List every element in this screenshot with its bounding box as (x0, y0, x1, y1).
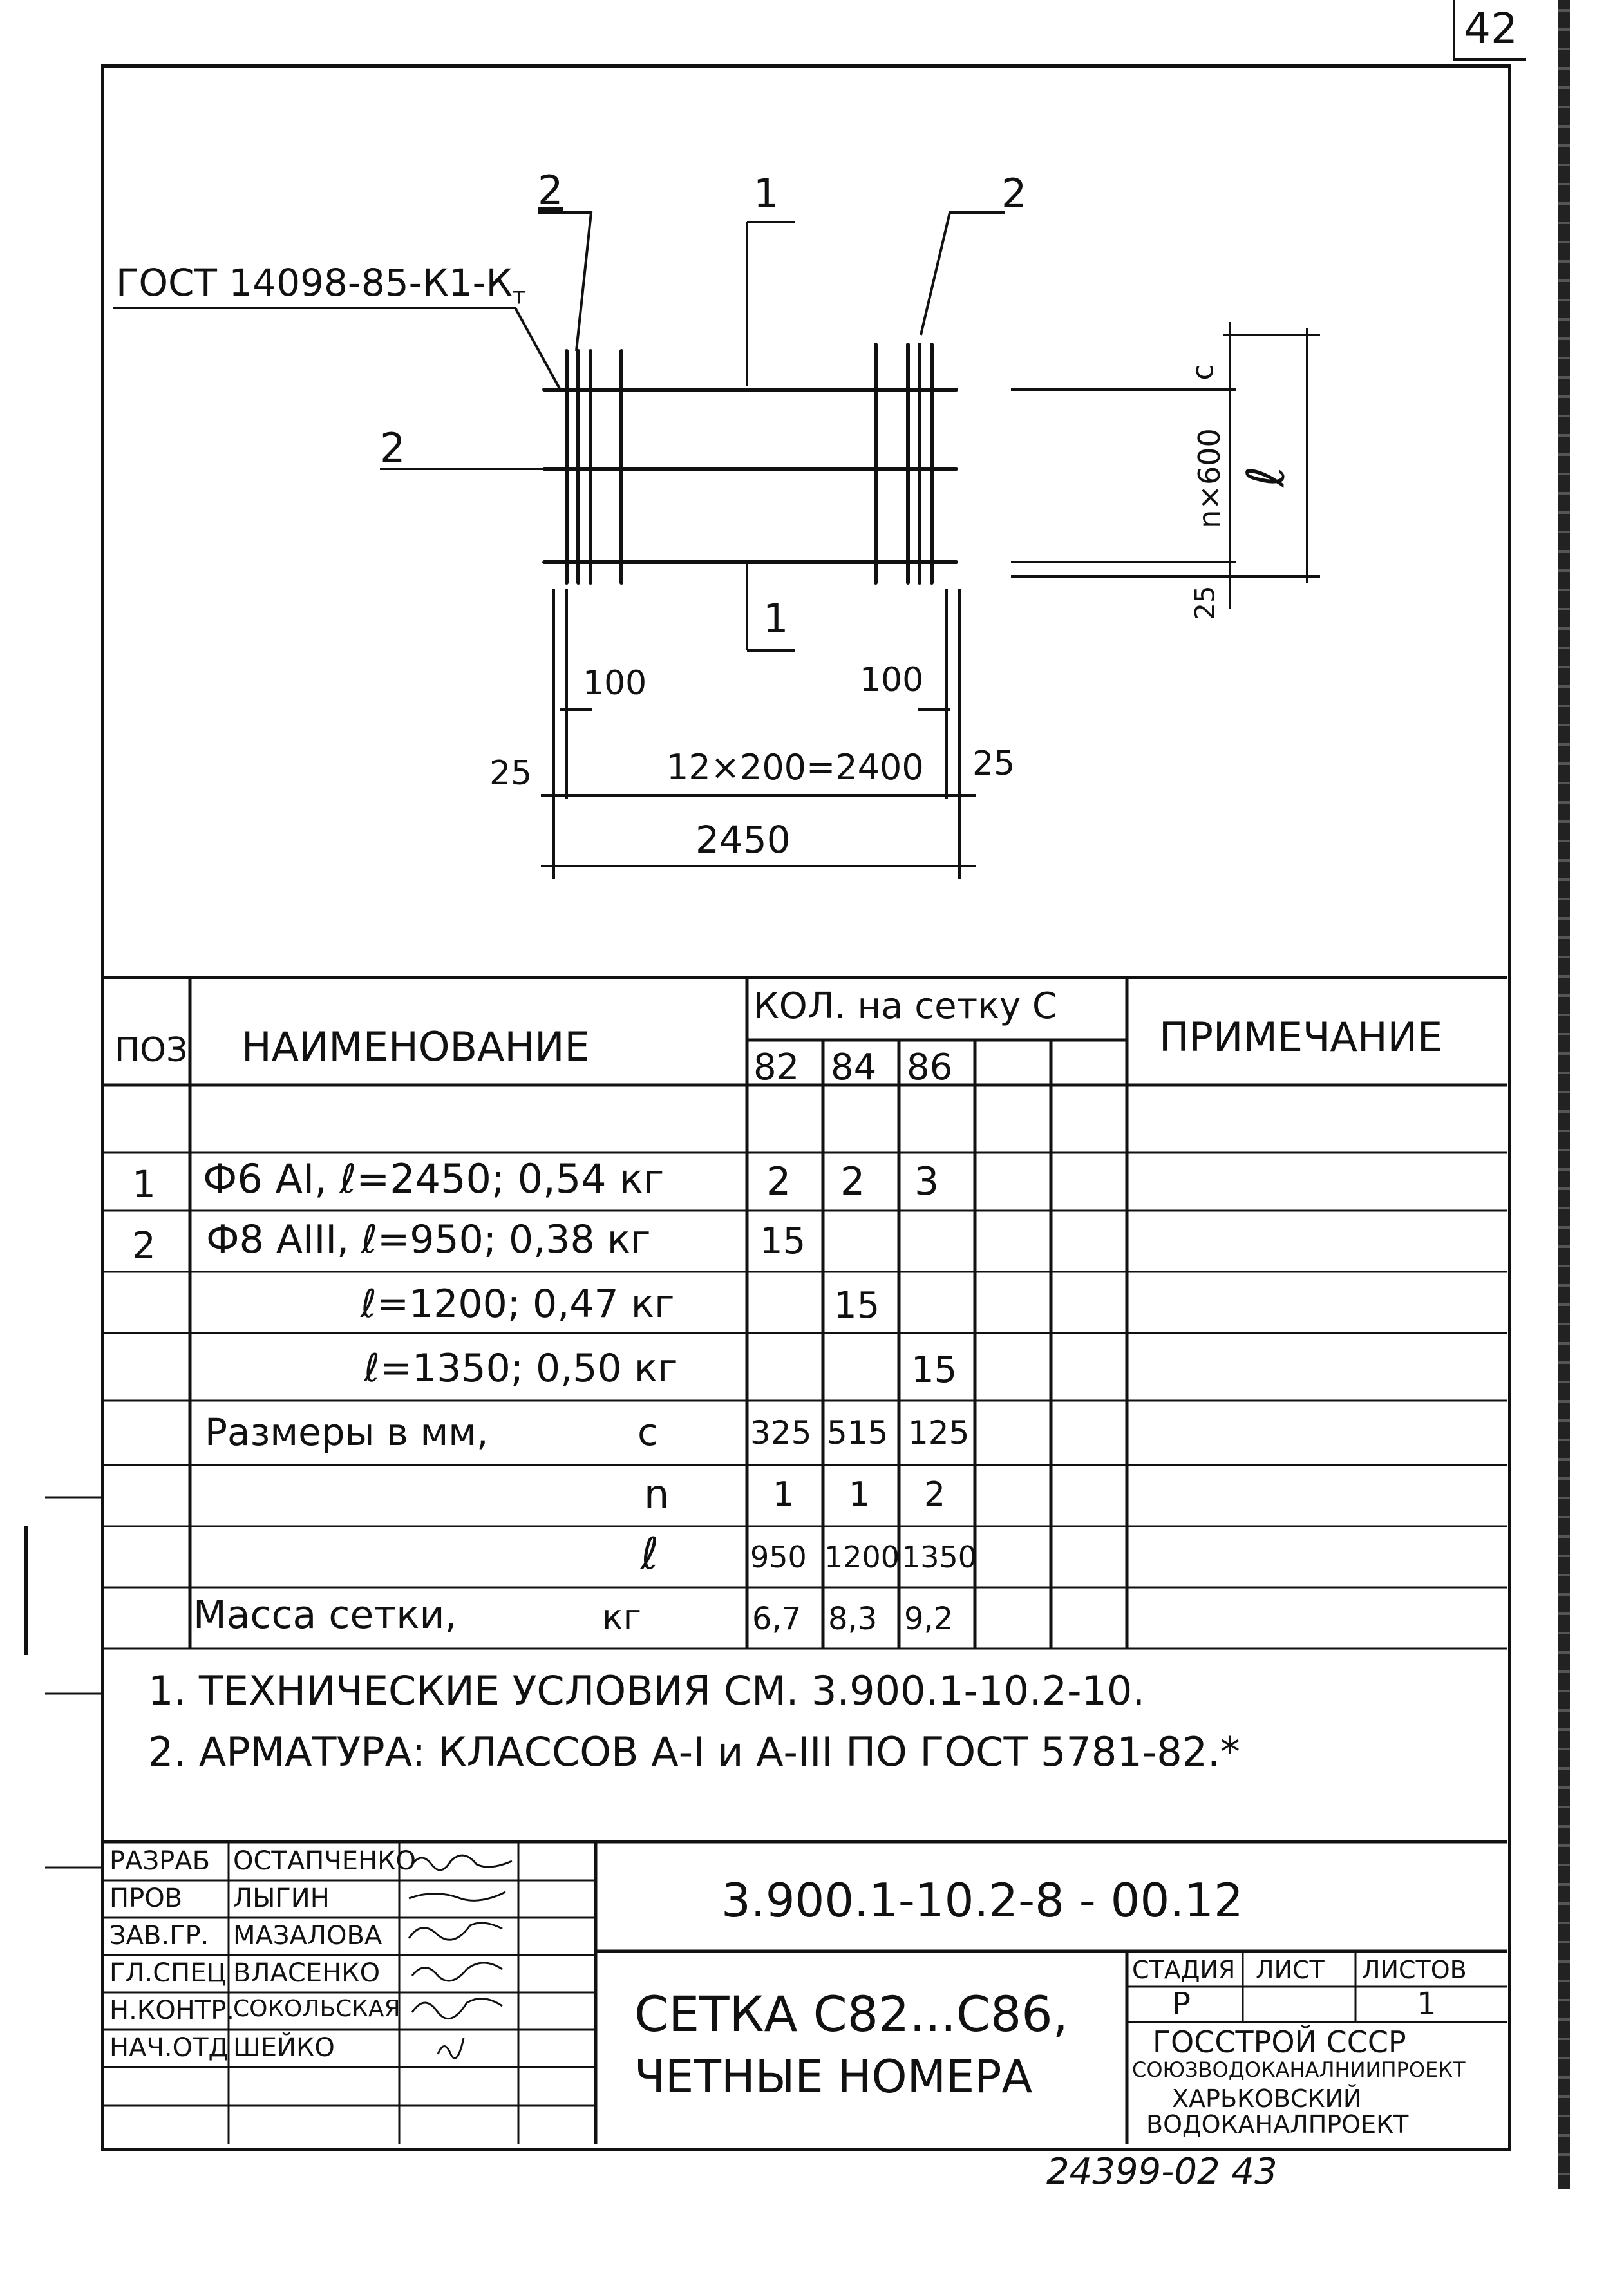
tb-name-chief-spec: ВЛАСЕНКО (233, 1958, 381, 1988)
signatures (408, 1854, 513, 2059)
tb-sheets-value: 1 (1417, 1986, 1437, 2022)
drawing-frame (101, 64, 1511, 2151)
tb-sheet-label: ЛИСТ (1256, 1956, 1325, 1984)
pos-2-label-left: 2 (380, 424, 406, 471)
document-designation: 3.900.1-10.2-8 - 00.12 (721, 1873, 1243, 1927)
row-7-q84: 1200 (824, 1540, 900, 1574)
dim-100-right: 100 (860, 661, 924, 699)
row-6-q86: 2 (924, 1475, 946, 1514)
row-7-q82: 950 (750, 1540, 807, 1574)
org-line-1: ГОССТРОЙ СССР (1153, 2025, 1406, 2059)
row-5-q84: 515 (827, 1414, 889, 1452)
leader-gost (113, 307, 562, 390)
section-1-label-top: 1 (753, 170, 779, 217)
tb-name-checker: ЛЫГИН (233, 1884, 330, 1913)
tb-role-norm-control: Н.КОНТР. (109, 1996, 235, 2025)
note-1: 1. ТЕХНИЧЕСКИЕ УСЛОВИЯ СМ. 3.900.1-10.2-… (148, 1667, 1146, 1714)
tb-role-chief-spec: ГЛ.СПЕЦ (109, 1958, 227, 1988)
row-6-unit: n (644, 1471, 670, 1518)
tb-stage-value: Р (1172, 1986, 1191, 2022)
tb-role-group-head: ЗАВ.ГР. (109, 1921, 209, 1951)
row-6-q82: 1 (773, 1475, 795, 1514)
tb-role-dept-head: НАЧ.ОТД (109, 2033, 229, 2063)
row-5-unit: с (637, 1410, 658, 1454)
pos-2-label-top-left: 2 (538, 167, 563, 214)
org-line-2: СОЮЗВОДОКАНАЛНИИПРОЕКТ (1132, 2057, 1466, 2082)
tb-name-norm-control: СОКОЛЬСКАЯ (233, 1996, 401, 2022)
row-8-q82: 6,7 (752, 1601, 802, 1637)
page-number: 42 (1453, 0, 1526, 61)
row-2-name: Ф8 АIII, ℓ=950; 0,38 кг (206, 1217, 651, 1262)
tb-name-group-head: МАЗАЛОВА (233, 1921, 382, 1951)
header-qty-82: 82 (753, 1046, 800, 1088)
section-1-label-bottom: 1 (763, 595, 789, 642)
row-5-name: Размеры в мм, (205, 1410, 489, 1454)
drawing-title-line2: ЧЕТНЫЕ НОМЕРА (634, 2050, 1033, 2103)
tb-name-dept-head: ШЕЙКО (233, 2033, 335, 2063)
header-note: ПРИМЕЧАНИЕ (1159, 1014, 1443, 1061)
note-2: 2. АРМАТУРА: КЛАССОВ А-I и А-III ПО ГОСТ… (148, 1728, 1240, 1775)
dim-n-x-600: n×600 (1191, 428, 1227, 529)
row-3-q84: 15 (834, 1285, 880, 1327)
row-4-q86: 15 (911, 1349, 958, 1391)
dim-25-right: 25 (972, 744, 1015, 783)
dim-25-left: 25 (489, 754, 533, 793)
row-7-unit: ℓ (641, 1529, 659, 1580)
dim-100-left: 100 (583, 664, 647, 703)
header-name: НАИМЕНОВАНИЕ (241, 1023, 590, 1070)
row-4-name: ℓ=1350; 0,50 кг (364, 1346, 678, 1391)
tb-sheets-label: ЛИСТОВ (1362, 1956, 1467, 1984)
footer-code: 24399-02 43 (1046, 2151, 1278, 2193)
row-1-name: Ф6 АI, ℓ=2450; 0,54 кг (203, 1155, 665, 1202)
dim-25-vertical: 25 (1189, 585, 1221, 620)
dim-l: ℓ (1236, 466, 1296, 487)
org-line-4: ВОДОКАНАЛПРОЕКТ (1146, 2110, 1409, 2139)
dim-total-width: 2450 (695, 818, 791, 862)
pos-2-label-top-right: 2 (1001, 170, 1027, 217)
tb-name-developer: ОСТАПЧЕНКО (233, 1846, 416, 1876)
row-8-q86: 9,2 (904, 1601, 954, 1637)
row-5-q86: 125 (908, 1414, 970, 1452)
header-qty-86: 86 (907, 1046, 953, 1088)
header-qty-84: 84 (831, 1046, 877, 1088)
tb-stage-label: СТАДИЯ (1132, 1956, 1236, 1984)
row-6-q84: 1 (849, 1475, 871, 1514)
dim-pitch: 12×200=2400 (666, 747, 924, 788)
row-1-q86: 3 (914, 1159, 939, 1204)
row-8-name: Масса сетки, (193, 1593, 457, 1638)
binding-spine (1558, 0, 1570, 2189)
org-line-3: ХАРЬКОВСКИЙ (1172, 2085, 1362, 2113)
row-3-name: ℓ=1200; 0,47 кг (361, 1281, 675, 1327)
tb-role-checker: ПРОВ (109, 1884, 183, 1913)
row-1-q82: 2 (766, 1159, 791, 1204)
gost-callout: ГОСТ 14098-85-К1-Кт (116, 261, 526, 310)
drawing-title-line1: СЕТКА С82...С86, (634, 1985, 1068, 2043)
row-5-q82: 325 (750, 1414, 812, 1452)
row-1-pos: 1 (132, 1162, 156, 1206)
row-7-q86: 1350 (902, 1540, 977, 1574)
row-8-unit: кг (602, 1597, 641, 1638)
row-2-pos: 2 (132, 1224, 156, 1267)
tb-role-developer: РАЗРАБ (109, 1846, 211, 1876)
leader-pos2-top-left (538, 211, 593, 352)
row-2-q82: 15 (760, 1220, 806, 1262)
row-8-q84: 8,3 (828, 1601, 878, 1637)
header-qty-group: КОЛ. на сетку С (753, 985, 1058, 1027)
header-pos: ПОЗ (115, 1031, 188, 1070)
row-1-q84: 2 (840, 1159, 865, 1204)
leader-pos2-top-right (920, 211, 1005, 336)
dim-c: c (1185, 364, 1220, 381)
